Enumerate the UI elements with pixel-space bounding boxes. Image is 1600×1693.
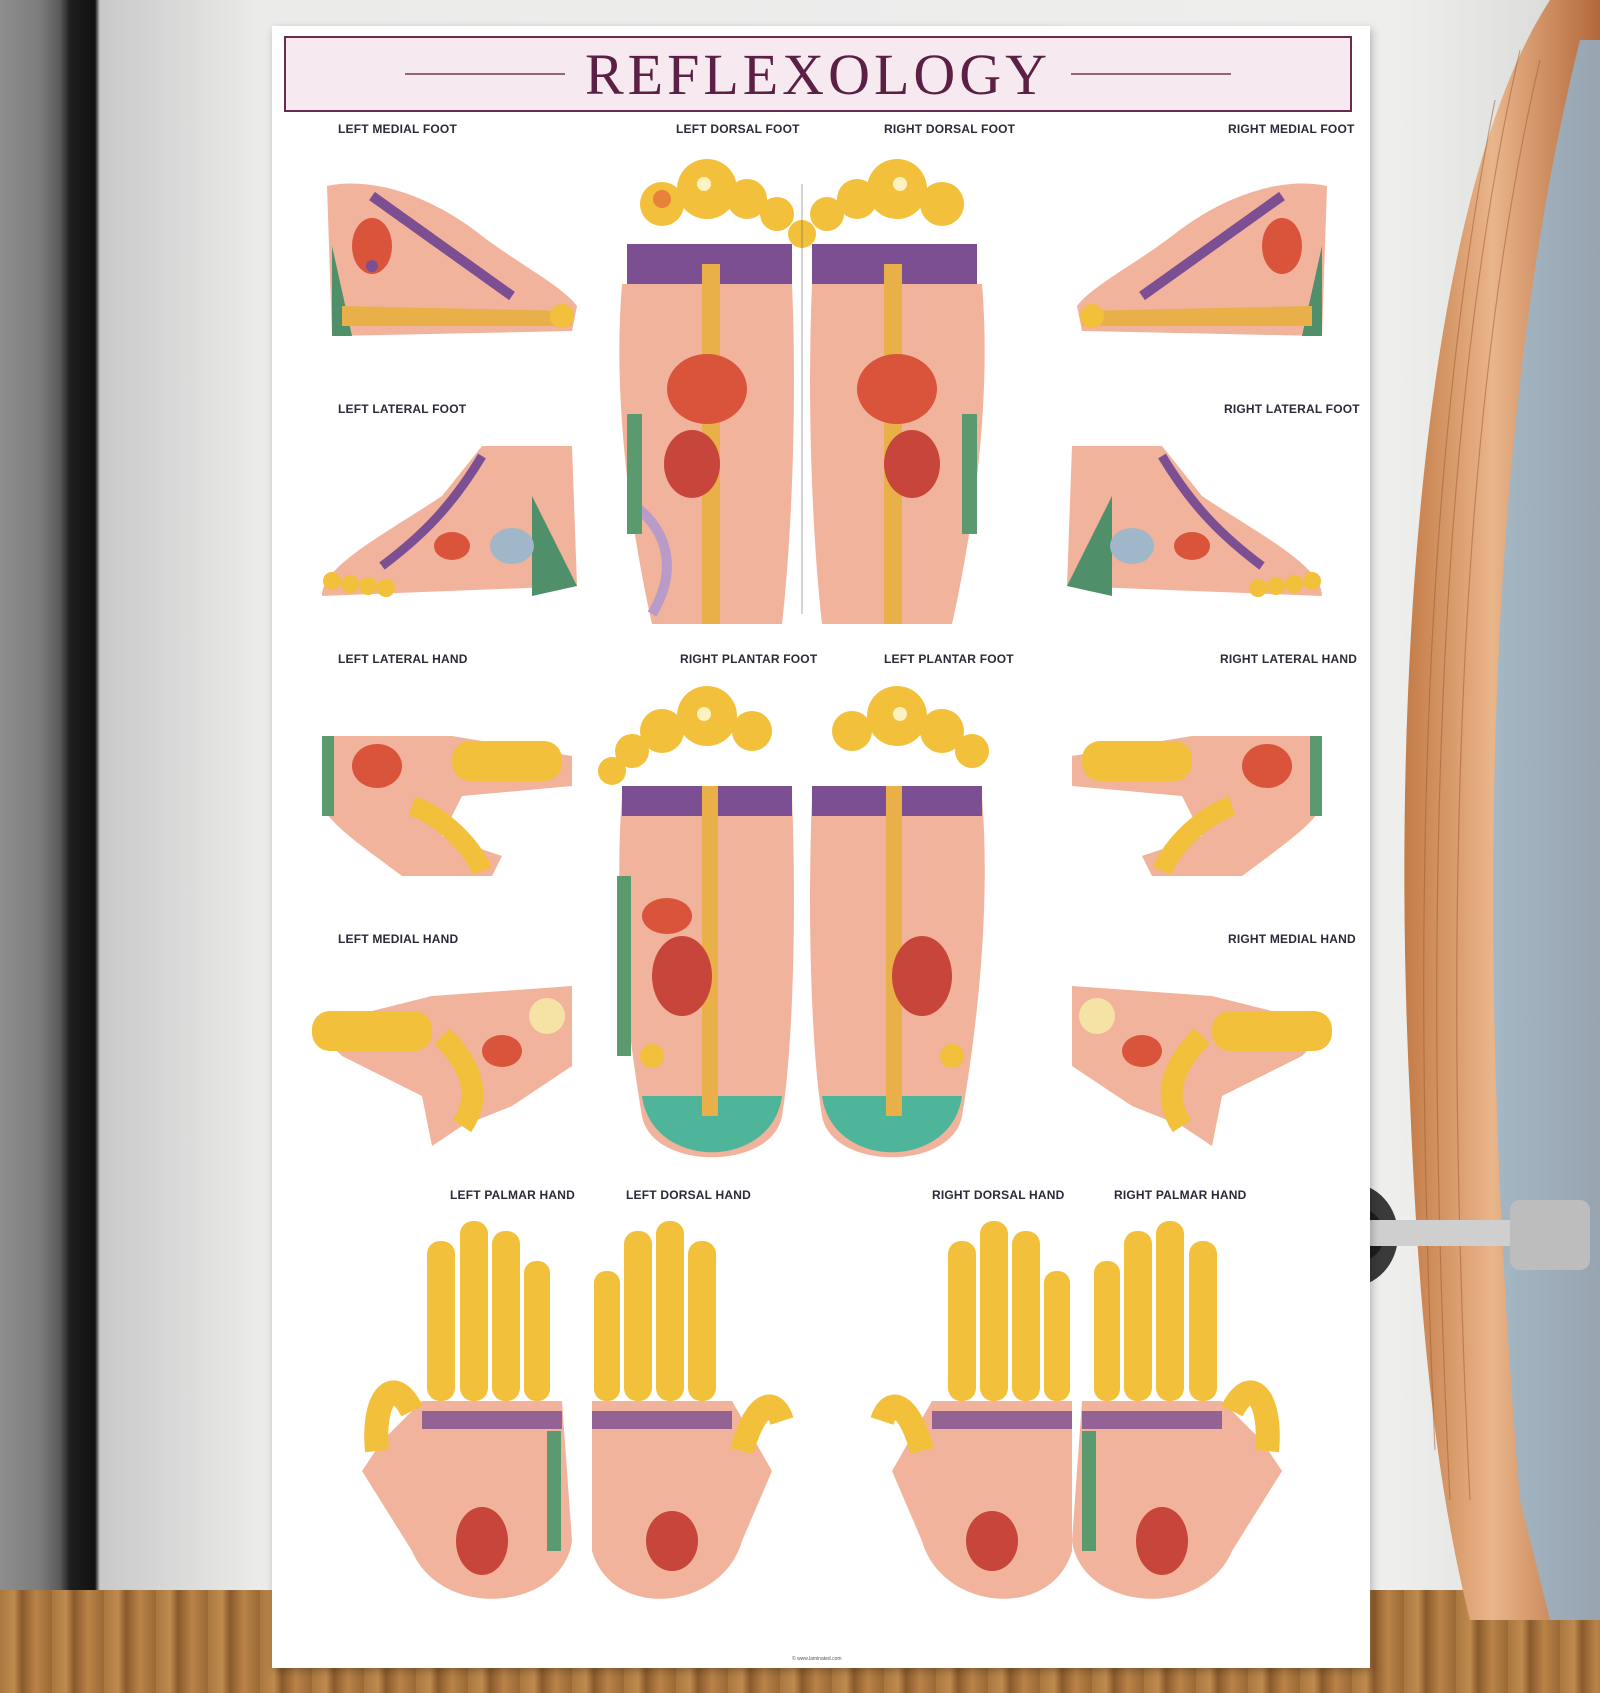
left-dorsal-foot-drawing xyxy=(619,159,816,624)
poster-title: REFLEXOLOGY xyxy=(584,41,1052,107)
label-left-medial-hand: LEFT MEDIAL HAND xyxy=(338,932,459,946)
left-palmar-hand-drawing xyxy=(362,1221,572,1599)
right-dorsal-hand-drawing xyxy=(870,1221,1072,1599)
label-right-lateral-hand: RIGHT LATERAL HAND xyxy=(1220,652,1358,666)
right-plantar-foot-drawing xyxy=(598,686,794,1158)
label-right-dorsal-foot: RIGHT DORSAL FOOT xyxy=(884,122,1016,136)
dorsal-feet-illustration xyxy=(619,159,985,624)
title-rule-right xyxy=(1071,73,1232,75)
title-rule-left xyxy=(404,73,565,75)
skateboard-deck xyxy=(1404,0,1600,1620)
title-band: REFLEXOLOGY xyxy=(284,36,1352,112)
right-lateral-hand-drawing xyxy=(1072,736,1322,876)
label-left-dorsal-hand: LEFT DORSAL HAND xyxy=(626,1188,751,1202)
left-lateral-hand-drawing xyxy=(322,736,572,876)
right-medial-hand-drawing xyxy=(1072,986,1332,1146)
label-right-plantar-foot: RIGHT PLANTAR FOOT xyxy=(680,652,818,666)
label-left-medial-foot: LEFT MEDIAL FOOT xyxy=(338,122,457,136)
right-medial-foot-drawing xyxy=(1077,183,1327,336)
left-lateral-foot-drawing xyxy=(322,446,577,597)
left-medial-hand-drawing xyxy=(312,986,572,1146)
right-dorsal-foot-drawing xyxy=(810,159,985,624)
left-plantar-foot-drawing xyxy=(810,686,989,1158)
bottom-hands-illustration xyxy=(362,1221,1282,1599)
label-left-lateral-hand: LEFT LATERAL HAND xyxy=(338,652,468,666)
label-right-medial-foot: RIGHT MEDIAL FOOT xyxy=(1228,122,1355,136)
label-left-palmar-hand: LEFT PALMAR HAND xyxy=(450,1188,575,1202)
right-palmar-hand-drawing xyxy=(1072,1221,1282,1599)
left-dorsal-hand-drawing xyxy=(592,1221,794,1599)
label-right-palmar-hand: RIGHT PALMAR HAND xyxy=(1114,1188,1247,1202)
plantar-feet-illustration xyxy=(598,686,989,1158)
left-medial-foot-drawing xyxy=(327,183,577,336)
right-lateral-foot-drawing xyxy=(1067,446,1322,597)
label-left-plantar-foot: LEFT PLANTAR FOOT xyxy=(884,652,1014,666)
label-left-dorsal-foot: LEFT DORSAL FOOT xyxy=(676,122,800,136)
label-right-medial-hand: RIGHT MEDIAL HAND xyxy=(1228,932,1356,946)
copyright-note: © www.laminated.com xyxy=(792,1656,842,1662)
label-left-lateral-foot: LEFT LATERAL FOOT xyxy=(338,402,467,416)
label-right-lateral-foot: RIGHT LATERAL FOOT xyxy=(1224,402,1360,416)
reflexology-poster: REFLEXOLOGY LEFT MEDIAL FOOT LEFT DORSAL… xyxy=(272,26,1370,1668)
label-right-dorsal-hand: RIGHT DORSAL HAND xyxy=(932,1188,1065,1202)
